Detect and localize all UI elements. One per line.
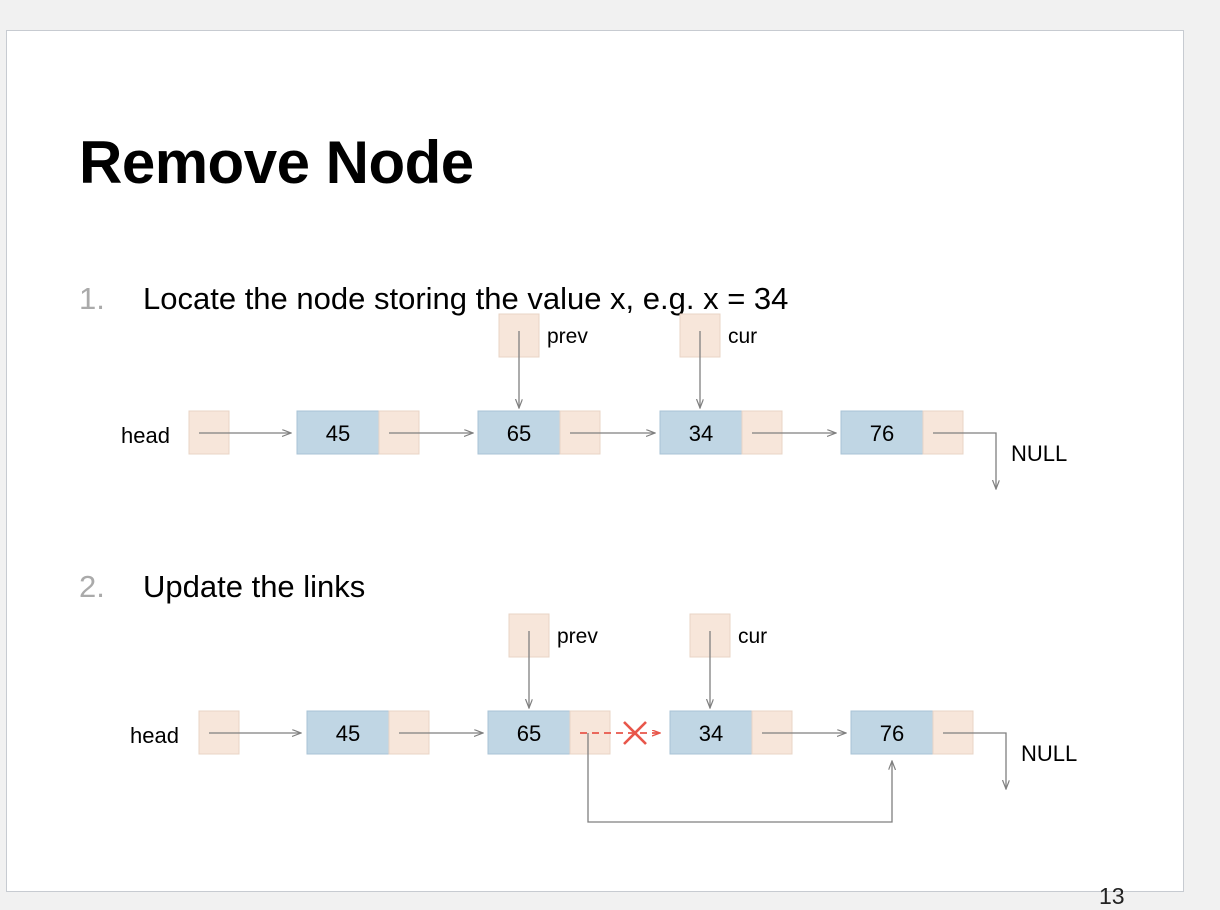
node-45-value-1: 45 [326,421,350,446]
bypass-link-arrow-2 [587,733,892,823]
bullet-number-2: 2. [79,569,105,604]
head-label-1: head [121,423,170,448]
node-65-data-cell-1 [477,410,561,455]
node-45-value-2: 45 [336,721,360,746]
node-65-value-2: 65 [517,721,541,746]
bullet-text-1: Locate the node storing the value x, e.g… [143,281,789,316]
page-title: Remove Node [79,129,474,196]
bullet-text-2: Update the links [143,569,366,604]
null-arrow-2 [943,732,1006,789]
update-links-diagram: head 45 65 34 76 NULL [130,613,1077,823]
node-65-pointer-cell-2 [569,710,611,755]
null-label-2: NULL [1021,741,1077,766]
node-34-value-2: 34 [699,721,723,746]
page-number: 13 [1099,883,1125,909]
node-45-data-cell-2 [306,710,390,755]
node-45-data-cell-1 [296,410,380,455]
node-76-value-2: 76 [880,721,904,746]
locate-node-diagram: head 45 65 34 76 NULL prev cur [121,313,1067,893]
node-34-value-1: 34 [689,421,713,446]
bullet-number-1: 1. [79,281,105,316]
node-76-data-cell-2 [850,710,934,755]
cur-pointer-label-2: cur [738,625,767,648]
head-label-2: head [130,723,179,748]
bullet-item-1: 1. Locate the node storing the value x, … [79,281,788,317]
node-76-value-1: 76 [870,421,894,446]
node-34-data-cell-2 [669,710,753,755]
broken-link-x-icon [623,721,647,745]
bullet-item-2: 2. Update the links [79,569,365,605]
prev-pointer-label-2: prev [557,625,598,648]
cur-pointer-label-1: cur [728,325,757,348]
null-label-1: NULL [1011,441,1067,466]
prev-pointer-label-1: prev [547,325,588,348]
slide-canvas: Remove Node 1. Locate the node storing t… [6,30,1184,909]
null-arrow-1 [933,432,996,489]
node-65-value-1: 65 [507,421,531,446]
